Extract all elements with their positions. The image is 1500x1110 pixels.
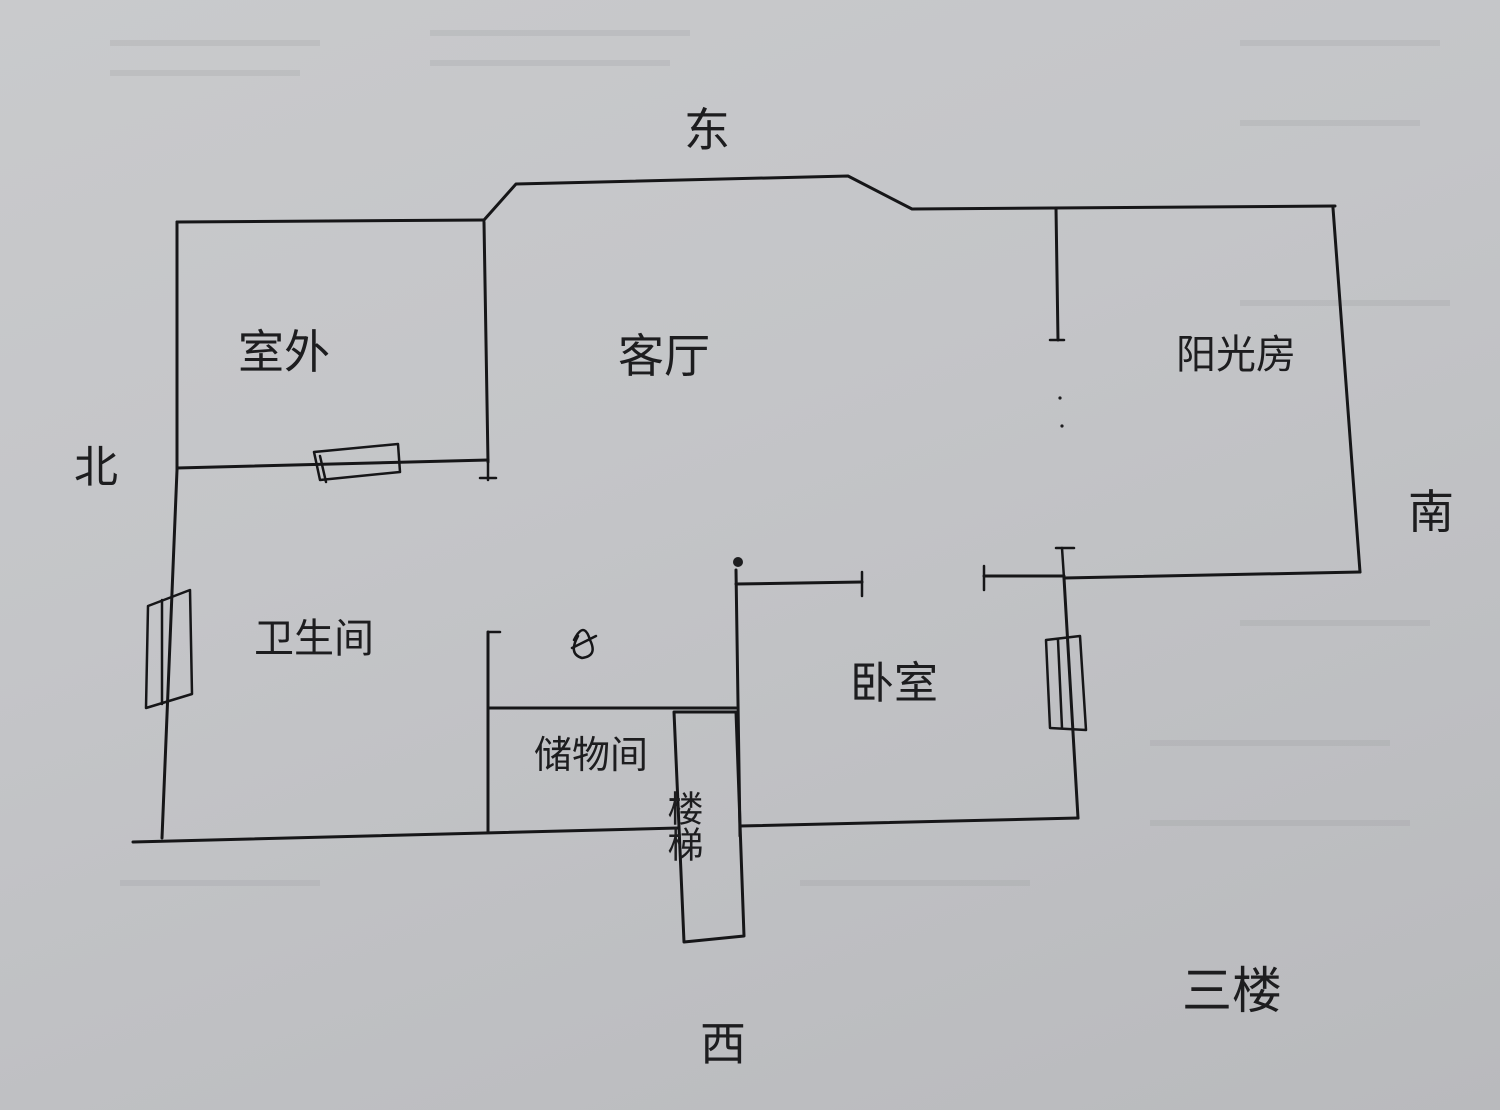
label-storage: 储物间 xyxy=(534,733,648,777)
ceiling-light-icon xyxy=(570,628,598,660)
wall-living-east xyxy=(482,174,1337,222)
label-living-room: 客厅 xyxy=(618,329,710,383)
window-outdoor xyxy=(312,442,402,484)
wall-sunroom-south xyxy=(1331,206,1362,574)
wall-west-bottom-right xyxy=(738,816,1080,828)
label-sunroom: 阳光房 xyxy=(1176,332,1296,378)
wall-bedroom-top-left xyxy=(734,580,864,586)
label-stairs: 楼梯 xyxy=(662,790,703,862)
compass-south: 南 xyxy=(1408,485,1454,539)
wall-outdoor-top xyxy=(175,218,486,224)
wall-sunroom-bottom xyxy=(1062,570,1362,580)
wall-outdoor-bathroom xyxy=(175,458,490,470)
pillar-mark xyxy=(733,557,743,567)
wall-living-left xyxy=(482,220,490,464)
window-bedroom xyxy=(1044,634,1088,732)
floor-label: 三楼 xyxy=(1182,962,1282,1020)
compass-east: 东 xyxy=(684,103,730,157)
compass-west: 西 xyxy=(700,1017,746,1071)
wall-sunroom-partition xyxy=(1054,206,1060,342)
compass-north: 北 xyxy=(74,442,118,493)
label-outdoor: 室外 xyxy=(238,325,330,379)
label-bedroom: 卧室 xyxy=(850,658,938,709)
stairs-block xyxy=(672,710,746,944)
window-bathroom xyxy=(144,588,194,710)
wall-north xyxy=(160,468,179,840)
wall-west-bottom xyxy=(131,826,680,844)
label-bathroom: 卫生间 xyxy=(254,616,374,662)
wall-bedroom-right xyxy=(1062,576,1080,820)
